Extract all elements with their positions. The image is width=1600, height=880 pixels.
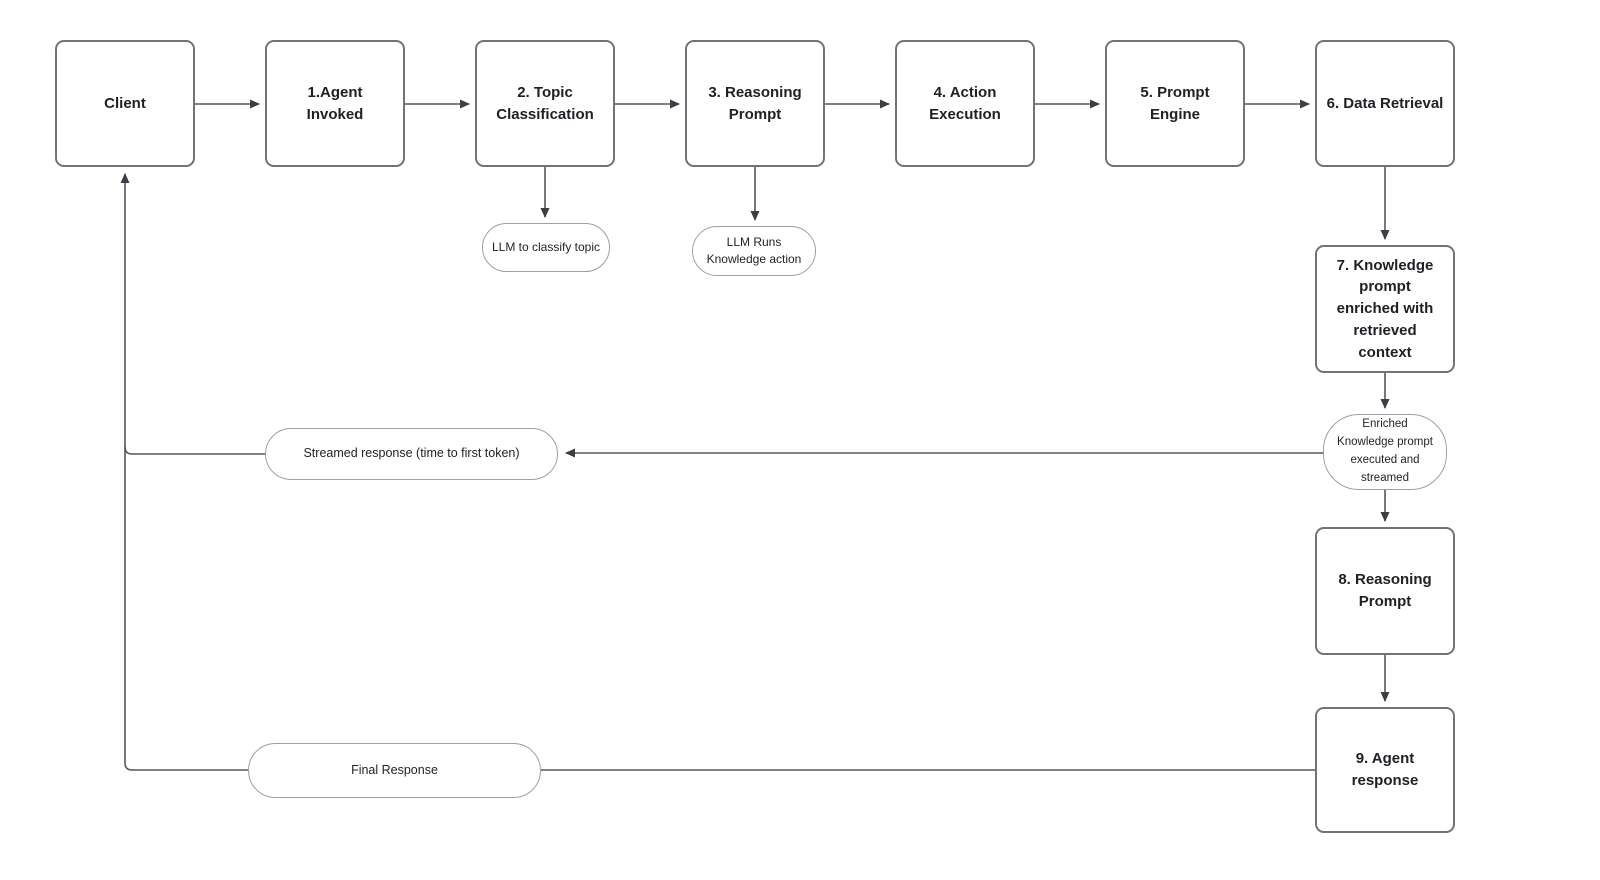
node-step4-action-execution: 4. Action Execution (895, 40, 1035, 167)
node-llm-runs-knowledge-action: LLM Runs Knowledge action (692, 226, 816, 276)
line-streamed-to-return (124, 446, 265, 455)
node-step3-label: 3. Reasoning Prompt (708, 83, 802, 123)
node-step7-knowledge-prompt-enriched: 7. Knowledge prompt enriched with retrie… (1315, 245, 1455, 373)
node-step1-agent-invoked: 1.Agent Invoked (265, 40, 405, 167)
node-client: Client (55, 40, 195, 167)
node-step4-label: 4. Action Execution (929, 83, 1001, 123)
node-final-response: Final Response (248, 743, 541, 798)
node-client-label: Client (104, 94, 146, 112)
node-step2-topic-classification: 2. Topic Classification (475, 40, 615, 167)
arrow-return-to-client (120, 173, 248, 771)
node-streamed-response: Streamed response (time to first token) (265, 428, 558, 480)
node-step2-label: 2. Topic Classification (496, 83, 594, 123)
node-step8-label: 8. Reasoning Prompt (1338, 571, 1432, 610)
node-step3-reasoning-prompt: 3. Reasoning Prompt (685, 40, 825, 167)
node-step5-label: 5. Prompt Engine (1140, 83, 1210, 123)
node-llm-knowledge-label: LLM Runs Knowledge action (706, 235, 802, 266)
node-streamed-label: Streamed response (time to first token) (303, 446, 520, 461)
node-step7-label: 7. Knowledge prompt enriched with retrie… (1336, 256, 1434, 361)
node-llm-classify-label: LLM to classify topic (491, 240, 601, 255)
node-step1-label: 1.Agent Invoked (306, 83, 364, 123)
node-enriched-knowledge-prompt: Enriched Knowledge prompt executed and s… (1323, 414, 1447, 490)
node-step5-prompt-engine: 5. Prompt Engine (1105, 40, 1245, 167)
node-enriched-label: Enriched Knowledge prompt executed and s… (1337, 418, 1433, 484)
node-step8-reasoning-prompt: 8. Reasoning Prompt (1315, 527, 1455, 655)
node-step6-label: 6. Data Retrieval (1326, 94, 1444, 112)
node-step9-agent-response: 9. Agent response (1315, 707, 1455, 833)
node-llm-to-classify-topic: LLM to classify topic (482, 223, 610, 272)
node-step6-data-retrieval: 6. Data Retrieval (1315, 40, 1455, 167)
node-step9-label: 9. Agent response (1351, 750, 1419, 789)
node-final-label: Final Response (351, 762, 438, 777)
